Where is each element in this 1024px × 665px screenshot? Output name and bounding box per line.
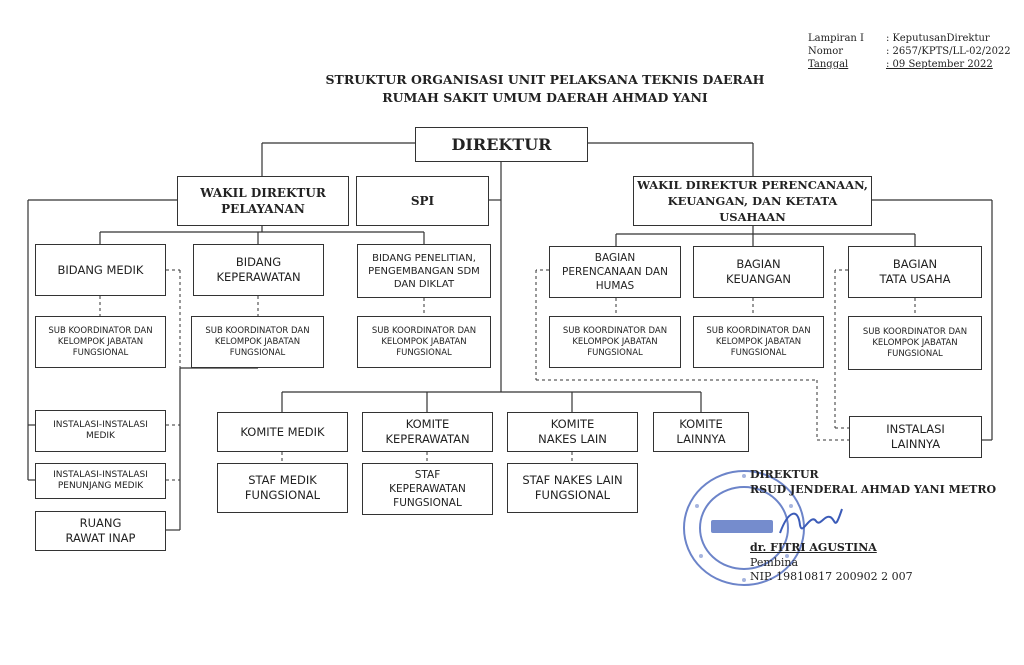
bidang-medik-label: BIDANG MEDIK bbox=[57, 262, 144, 277]
ruang-rawat-inap-label: RUANG RAWAT INAP bbox=[65, 516, 136, 545]
box-sub-koordinator-tata-usaha: SUB KOORDINATOR DAN KELOMPOK JABATAN FUN… bbox=[848, 316, 982, 370]
staf-keperawatan-label: STAF KEPERAWATAN FUNGSIONAL bbox=[389, 469, 466, 509]
box-sub-koordinator-keuangan: SUB KOORDINATOR DAN KELOMPOK JABATAN FUN… bbox=[693, 316, 824, 368]
signature-role: DIREKTUR bbox=[750, 468, 819, 481]
page-title-line2: RUMAH SAKIT UMUM DAERAH AHMAD YANI bbox=[382, 90, 708, 105]
box-spi: SPI bbox=[356, 176, 489, 226]
nomor-value: : 2657/KPTS/LL-02/2022 bbox=[886, 46, 1011, 57]
box-direktur: DIREKTUR bbox=[415, 127, 588, 162]
box-instalasi-lainnya: INSTALASI LAINNYA bbox=[849, 416, 982, 458]
sub-koordinator-label: SUB KOORDINATOR DAN KELOMPOK JABATAN FUN… bbox=[371, 325, 477, 358]
staf-nakes-label: STAF NAKES LAIN FUNGSIONAL bbox=[522, 473, 623, 502]
box-staf-nakes: STAF NAKES LAIN FUNGSIONAL bbox=[507, 463, 638, 513]
box-bagian-perencanaan: BAGIAN PERENCANAAN DAN HUMAS bbox=[549, 246, 681, 298]
instalasi-medik-label: INSTALASI-INSTALASI MEDIK bbox=[53, 420, 148, 441]
box-komite-lainnya: KOMITE LAINNYA bbox=[653, 412, 749, 452]
box-ruang-rawat-inap: RUANG RAWAT INAP bbox=[35, 511, 166, 551]
lampiran-value: : KeputusanDirektur bbox=[886, 33, 990, 44]
box-staf-keperawatan: STAF KEPERAWATAN FUNGSIONAL bbox=[362, 463, 493, 515]
box-instalasi-penunjang: INSTALASI-INSTALASI PENUNJANG MEDIK bbox=[35, 463, 166, 499]
nomor-label: Nomor bbox=[808, 46, 844, 57]
box-sub-koordinator-penelitian: SUB KOORDINATOR DAN KELOMPOK JABATAN FUN… bbox=[357, 316, 491, 368]
direktur-label: DIREKTUR bbox=[451, 135, 552, 154]
box-bidang-penelitian: BIDANG PENELITIAN, PENGEMBANGAN SDM DAN … bbox=[357, 244, 491, 298]
signature-name: dr. FITRI AGUSTINA bbox=[750, 541, 877, 554]
komite-lainnya-label: KOMITE LAINNYA bbox=[676, 417, 726, 446]
instalasi-lainnya-label: INSTALASI LAINNYA bbox=[886, 422, 945, 451]
page-title-line1: STRUKTUR ORGANISASI UNIT PELAKSANA TEKNI… bbox=[325, 72, 765, 87]
bagian-keuangan-label: BAGIAN KEUANGAN bbox=[725, 257, 792, 286]
instalasi-penunjang-label: INSTALASI-INSTALASI PENUNJANG MEDIK bbox=[53, 470, 148, 491]
tanggal-label: Tanggal bbox=[808, 59, 849, 70]
sub-koordinator-label: SUB KOORDINATOR DAN KELOMPOK JABATAN FUN… bbox=[48, 325, 153, 358]
bidang-keperawatan-label: BIDANG KEPERAWATAN bbox=[216, 255, 301, 284]
box-bidang-medik: BIDANG MEDIK bbox=[35, 244, 166, 296]
sub-koordinator-label: SUB KOORDINATOR DAN KELOMPOK JABATAN FUN… bbox=[562, 325, 668, 358]
signature-rank: Pembina bbox=[750, 556, 799, 569]
box-sub-koordinator-keperawatan: SUB KOORDINATOR DAN KELOMPOK JABATAN FUN… bbox=[191, 316, 324, 368]
handwritten-signature bbox=[779, 508, 843, 534]
box-instalasi-medik: INSTALASI-INSTALASI MEDIK bbox=[35, 410, 166, 452]
spi-label: SPI bbox=[410, 194, 435, 208]
box-bagian-keuangan: BAGIAN KEUANGAN bbox=[693, 246, 824, 298]
box-wadir-perencanaan: WAKIL DIREKTUR PERENCANAAN, KEUANGAN, DA… bbox=[633, 176, 872, 226]
bagian-perencanaan-label: BAGIAN PERENCANAAN DAN HUMAS bbox=[562, 252, 668, 292]
wadir-pelayanan-label: WAKIL DIREKTUR PELAYANAN bbox=[200, 186, 326, 216]
box-komite-medik: KOMITE MEDIK bbox=[217, 412, 348, 452]
box-wadir-pelayanan: WAKIL DIREKTUR PELAYANAN bbox=[177, 176, 349, 226]
staf-medik-label: STAF MEDIK FUNGSIONAL bbox=[244, 473, 321, 502]
box-komite-keperawatan: KOMITE KEPERAWATAN bbox=[362, 412, 493, 452]
box-komite-nakes: KOMITE NAKES LAIN bbox=[507, 412, 638, 452]
sub-koordinator-label: SUB KOORDINATOR DAN KELOMPOK JABATAN FUN… bbox=[862, 326, 968, 359]
box-bidang-keperawatan: BIDANG KEPERAWATAN bbox=[193, 244, 324, 296]
signature-nip: NIP. 19810817 200902 2 007 bbox=[750, 570, 913, 583]
bidang-penelitian-label: BIDANG PENELITIAN, PENGEMBANGAN SDM DAN … bbox=[368, 252, 480, 290]
signature-org: RSUD JENDERAL AHMAD YANI METRO bbox=[750, 483, 997, 496]
box-sub-koordinator-perencanaan: SUB KOORDINATOR DAN KELOMPOK JABATAN FUN… bbox=[549, 316, 681, 368]
sub-koordinator-label: SUB KOORDINATOR DAN KELOMPOK JABATAN FUN… bbox=[205, 325, 310, 358]
lampiran-label: Lampiran I bbox=[808, 33, 864, 44]
bagian-tata-usaha-label: BAGIAN TATA USAHA bbox=[879, 257, 951, 286]
box-sub-koordinator-medik: SUB KOORDINATOR DAN KELOMPOK JABATAN FUN… bbox=[35, 316, 166, 368]
komite-keperawatan-label: KOMITE KEPERAWATAN bbox=[385, 417, 470, 446]
box-bagian-tata-usaha: BAGIAN TATA USAHA bbox=[848, 246, 982, 298]
tanggal-value: : 09 September 2022 bbox=[886, 59, 993, 70]
box-staf-medik: STAF MEDIK FUNGSIONAL bbox=[217, 463, 348, 513]
komite-medik-label: KOMITE MEDIK bbox=[240, 424, 325, 439]
sub-koordinator-label: SUB KOORDINATOR DAN KELOMPOK JABATAN FUN… bbox=[706, 325, 811, 358]
wadir-perencanaan-label: WAKIL DIREKTUR PERENCANAAN, KEUANGAN, DA… bbox=[637, 178, 868, 224]
komite-nakes-label: KOMITE NAKES LAIN bbox=[538, 417, 607, 446]
